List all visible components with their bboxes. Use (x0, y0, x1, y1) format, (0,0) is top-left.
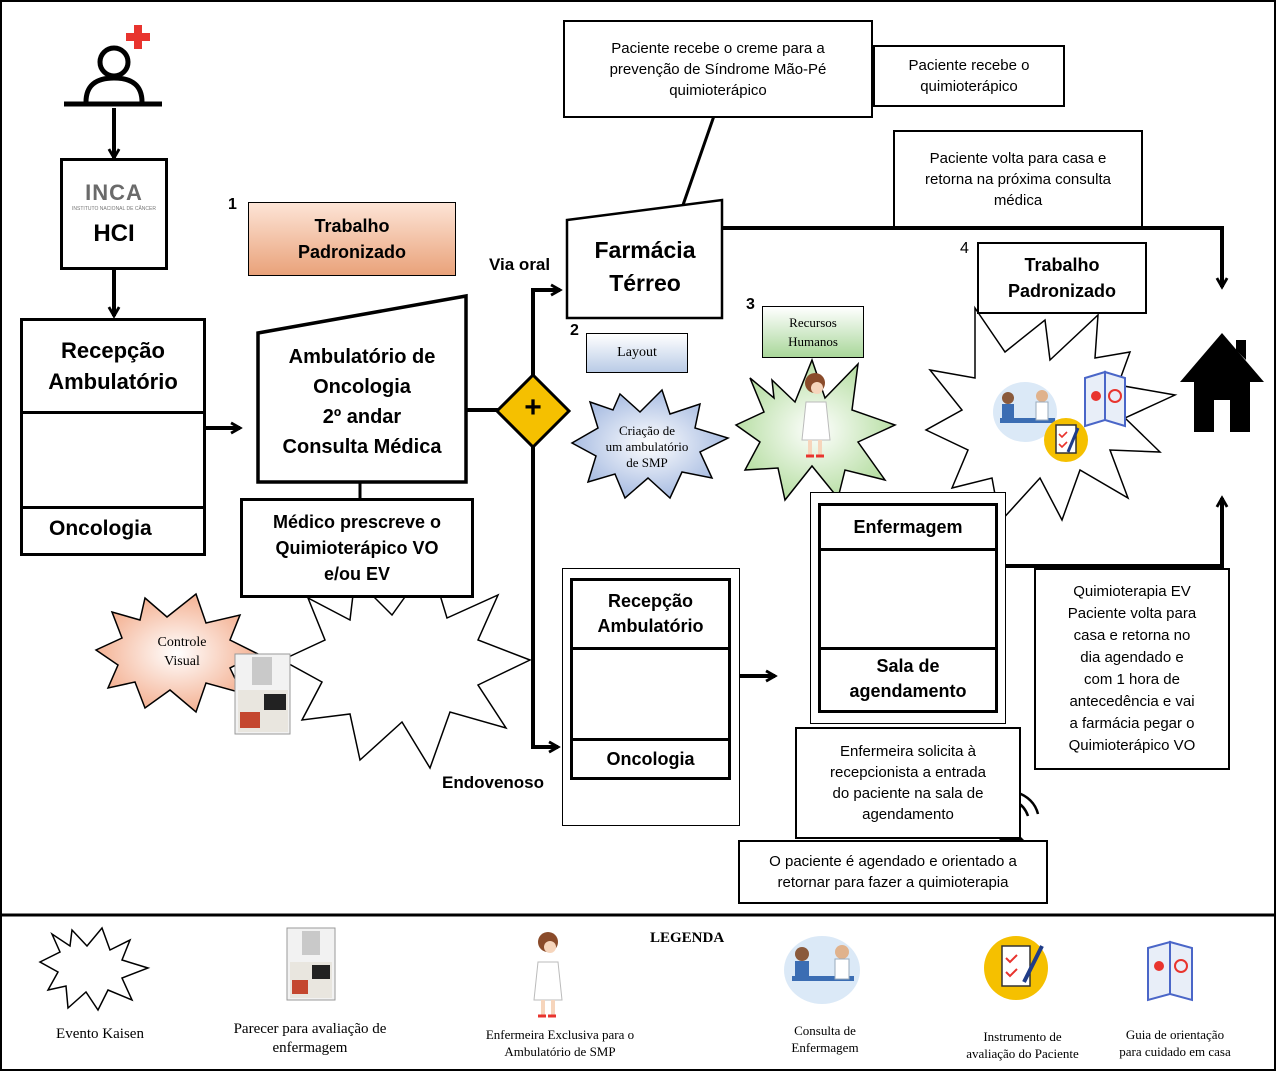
legend-photo-icon (286, 927, 336, 1001)
legend-brochure-icon (1147, 940, 1193, 1002)
ambulatorio-label: Ambulatório de Oncologia 2º andar Consul… (282, 346, 442, 458)
layout-box: Layout (586, 333, 688, 373)
controle-visual-burst (94, 592, 260, 714)
farmacia-shape (565, 198, 724, 320)
hci-label: HCI (93, 220, 135, 247)
legend-nurse-icon (533, 932, 563, 1018)
nurse-woman-icon (801, 373, 831, 458)
brochure-icon (1084, 370, 1126, 428)
hci-box: INCA INSTITUTO NACIONAL DE CÂNCER HCI (60, 158, 168, 270)
legend-label-consultation: Consulta de Enfermagem (791, 1023, 859, 1055)
farmacia-label: Farmácia Térreo (594, 237, 696, 296)
ambulatorio-shape (256, 293, 468, 484)
clipboard-icon (1044, 418, 1088, 462)
quimio-note: Paciente recebe o quimioterápico (873, 45, 1065, 107)
gateway-plus: + (524, 391, 542, 424)
creme-note: Paciente recebe o creme para a prevenção… (563, 20, 873, 118)
enfermagem-footer: Sala de agendamento (849, 656, 967, 701)
controle-visual-label: Controle Visual (157, 635, 207, 669)
inca-logo: INCA (85, 180, 143, 205)
agendado-note: O paciente é agendado e orientado a reto… (738, 840, 1048, 904)
arrow-via-oral (531, 290, 560, 375)
std-work-1-box: Trabalho Padronizado (248, 202, 456, 276)
quimio-ev-note: Quimioterapia EV Paciente volta para cas… (1034, 568, 1230, 770)
legend-title: LEGENDA (650, 930, 725, 946)
legend-clipboard-icon (984, 936, 1048, 1000)
smp-burst-label: Criação de um ambulatório de SMP (605, 423, 689, 470)
std-work-4-box: Trabalho Padronizado (977, 242, 1147, 314)
arrow-farmacia-home (722, 226, 1222, 287)
empty-kaizen-burst (280, 560, 532, 770)
legend-label-photo: Parecer para avaliação de enfermagem (233, 1021, 387, 1056)
reception-main-footer: Oncologia (49, 517, 152, 540)
legend-kaizen-burst-icon (38, 926, 151, 1012)
legend-label-brochure: Guia de orientação para cuidado em casa (1119, 1027, 1231, 1059)
enfermagem-title: Enfermagem (821, 506, 995, 551)
inca-logo-subtitle: INSTITUTO NACIONAL DE CÂNCER (72, 206, 156, 212)
enfermeira-note: Enfermeira solicita à recepcionista a en… (795, 727, 1021, 839)
volta-note: Paciente volta para casa e retorna na pr… (893, 130, 1143, 228)
layout-number: 2 (570, 322, 579, 339)
legend-label-nurse: Enfermeira Exclusiva para o Ambulatório … (485, 1027, 635, 1059)
endovenoso-label: Endovenoso (442, 773, 545, 792)
reception-main-title: Recepção Ambulatório (23, 321, 203, 414)
std-work-1-number: 1 (228, 196, 237, 213)
reception-2-box: Recepção Ambulatório Oncologia (570, 578, 731, 780)
reception-2-footer: Oncologia (606, 749, 695, 769)
legend-consultation-icon (784, 936, 860, 1004)
legend-label-clipboard: Instrumento de avaliação do Paciente (966, 1029, 1079, 1061)
consultation-icon (993, 382, 1057, 442)
enfermagem-box: Enfermagem Sala de agendamento (818, 503, 998, 713)
std-work-4-number: 4 (960, 240, 969, 257)
rh-box: Recursos Humanos (762, 306, 864, 358)
rh-number: 3 (746, 296, 755, 313)
via-oral-label: Via oral (489, 255, 551, 274)
smp-burst (570, 388, 731, 500)
reception-2-title: Recepção Ambulatório (573, 581, 728, 650)
home-icon (1180, 333, 1264, 432)
prescription-box: Médico prescreve o Quimioterápico VO e/o… (240, 498, 474, 598)
evaluation-photo-icon (234, 653, 291, 735)
arrow-endovenoso (531, 447, 558, 747)
arrow-enfermagem-home (1005, 498, 1222, 568)
patient-icon (64, 25, 162, 107)
reception-main-box: Recepção Ambulatório Oncologia (20, 318, 206, 556)
connector-farmacia-creme (681, 112, 717, 206)
legend-label-kaizen: Evento Kaisen (56, 1026, 144, 1042)
